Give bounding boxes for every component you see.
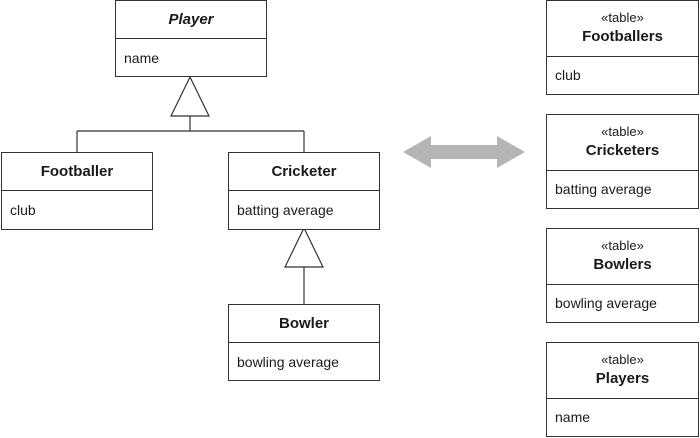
table-header: «table» Cricketers: [547, 115, 698, 171]
class-cricketer-name: Cricketer: [229, 153, 379, 191]
table-column: batting average: [555, 181, 652, 197]
table-name: Cricketers: [585, 142, 660, 159]
table-header: «table» Footballers: [547, 1, 698, 57]
table-header: «table» Bowlers: [547, 229, 698, 285]
inheritance-player: [76, 75, 305, 152]
table-column: club: [555, 67, 581, 83]
table-column: name: [555, 409, 591, 425]
table-players: «table» Players name: [546, 342, 699, 437]
class-bowler-attribute: bowling average: [237, 354, 339, 370]
inheritance-triangle-player: [170, 75, 210, 117]
inheritance-triangle-cricketer: [284, 226, 324, 268]
class-footballer: Footballer club: [1, 152, 153, 230]
class-player-name: Player: [116, 1, 266, 39]
class-footballer-attribute: club: [10, 202, 36, 218]
class-bowler: Bowler bowling average: [228, 304, 380, 381]
table-stereotype: «table»: [601, 352, 644, 367]
table-stereotype: «table»: [601, 10, 644, 25]
class-bowler-name: Bowler: [229, 305, 379, 343]
table-name: Footballers: [582, 28, 663, 45]
table-header: «table» Players: [547, 343, 698, 399]
table-name: Bowlers: [593, 256, 652, 273]
inheritance-cricketer: [284, 226, 324, 304]
table-column: bowling average: [555, 295, 657, 311]
class-player: Player name: [115, 0, 267, 77]
class-cricketer: Cricketer batting average: [228, 152, 380, 230]
class-footballer-name: Footballer: [2, 153, 152, 191]
mapping-double-arrow: [403, 136, 525, 168]
table-name: Players: [595, 370, 650, 387]
table-cricketers: «table» Cricketers batting average: [546, 114, 699, 209]
class-player-attribute: name: [124, 50, 160, 66]
table-bowlers: «table» Bowlers bowling average: [546, 228, 699, 323]
table-stereotype: «table»: [601, 124, 644, 139]
table-stereotype: «table»: [601, 238, 644, 253]
class-cricketer-attribute: batting average: [237, 202, 334, 218]
table-footballers: «table» Footballers club: [546, 0, 699, 95]
